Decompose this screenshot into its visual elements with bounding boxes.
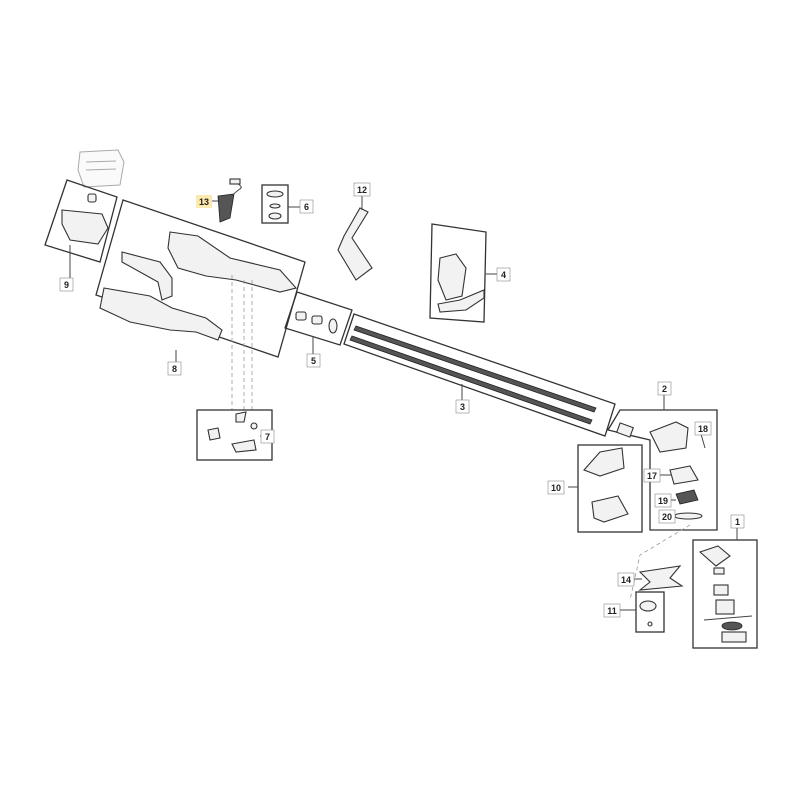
svg-text:5: 5 xyxy=(311,356,316,366)
label-10: 10 xyxy=(547,480,565,495)
group-2-motor-head[interactable] xyxy=(606,395,718,531)
group-8-handle-housing[interactable] xyxy=(95,199,306,410)
svg-text:9: 9 xyxy=(64,280,69,290)
svg-text:17: 17 xyxy=(647,471,657,481)
svg-text:19: 19 xyxy=(658,496,668,506)
svg-text:14: 14 xyxy=(621,575,631,585)
label-19: 19 xyxy=(654,493,672,508)
svg-text:3: 3 xyxy=(460,402,465,412)
label-17: 17 xyxy=(643,468,661,483)
label-11: 11 xyxy=(603,603,621,618)
label-18: 18 xyxy=(694,421,712,436)
label-1: 1 xyxy=(730,514,745,529)
label-4: 4 xyxy=(496,267,511,282)
svg-text:10: 10 xyxy=(551,483,561,493)
svg-text:12: 12 xyxy=(357,185,367,195)
group-9[interactable] xyxy=(44,179,118,280)
svg-text:20: 20 xyxy=(662,512,672,522)
svg-text:6: 6 xyxy=(304,202,309,212)
label-2: 2 xyxy=(657,381,672,396)
label-20: 20 xyxy=(658,509,676,524)
svg-text:8: 8 xyxy=(172,364,177,374)
handle-part-12[interactable] xyxy=(337,196,373,281)
group-11[interactable] xyxy=(620,591,665,633)
svg-text:2: 2 xyxy=(662,384,667,394)
group-10-guard[interactable] xyxy=(568,444,643,533)
battery-part xyxy=(77,149,125,188)
svg-text:7: 7 xyxy=(265,432,270,442)
group-1-spool-head[interactable] xyxy=(629,524,758,649)
switch-part-13[interactable] xyxy=(212,178,242,223)
label-5: 5 xyxy=(306,353,321,368)
svg-text:11: 11 xyxy=(607,606,617,616)
group-6[interactable] xyxy=(261,184,300,224)
blade-part-14[interactable] xyxy=(634,565,684,591)
group-7[interactable] xyxy=(196,409,273,461)
label-14: 14 xyxy=(617,572,635,587)
label-8: 8 xyxy=(167,361,182,376)
group-5[interactable] xyxy=(284,291,353,355)
label-12: 12 xyxy=(353,182,371,197)
label-13-highlighted[interactable]: 13 xyxy=(196,195,212,208)
group-4-grip[interactable] xyxy=(429,223,498,323)
svg-text:1: 1 xyxy=(735,517,740,527)
label-6: 6 xyxy=(299,199,314,214)
svg-text:4: 4 xyxy=(501,270,506,280)
svg-text:18: 18 xyxy=(698,424,708,434)
label-3: 3 xyxy=(455,399,470,414)
svg-text:13: 13 xyxy=(199,197,209,207)
group-3-shaft[interactable] xyxy=(343,313,616,437)
label-9: 9 xyxy=(59,277,74,292)
label-7: 7 xyxy=(260,429,275,444)
